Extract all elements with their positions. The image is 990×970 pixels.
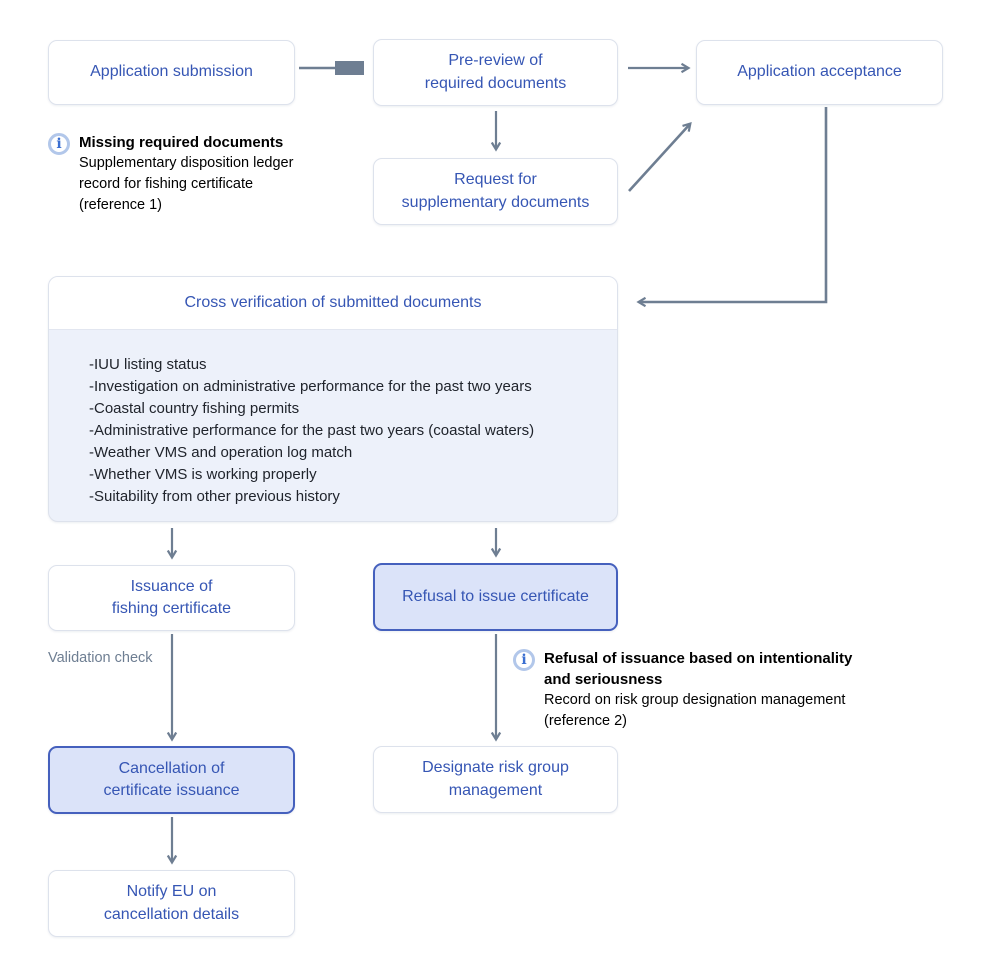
- edge-request-to-acceptance: [628, 122, 692, 192]
- note-missing-documents: i Missing required documents Supplementa…: [48, 132, 318, 216]
- node-label: Cancellation of certificate issuance: [103, 759, 240, 799]
- info-icon: i: [48, 133, 70, 155]
- edge-acceptance-to-crossverification: [636, 107, 828, 308]
- panel-checklist: -IUU listing status -Investigation on ad…: [49, 330, 617, 508]
- node-label: Designate risk group management: [422, 759, 569, 799]
- note-refusal-record: i Refusal of issuance based on intention…: [513, 648, 933, 732]
- note-body: Record on risk group designation managem…: [544, 692, 846, 729]
- checklist-item: -Administrative performance for the past…: [89, 422, 535, 439]
- node-label: Pre-review of required documents: [424, 52, 567, 92]
- note-body: Supplementary disposition ledger record …: [79, 155, 294, 213]
- checklist-item: -IUU listing status: [89, 356, 207, 373]
- node-designate-risk: Designate risk group management: [373, 746, 618, 813]
- node-application-submission: Application submission: [48, 40, 295, 105]
- checklist-item: -Weather VMS and operation log match: [89, 444, 353, 461]
- node-application-acceptance: Application acceptance: [696, 40, 943, 105]
- edge-label-validation-check: Validation check: [48, 650, 153, 666]
- node-request-supplementary: Request for supplementary documents: [373, 158, 618, 225]
- node-pre-review: Pre-review of required documents: [373, 39, 618, 106]
- node-cross-verification: Cross verification of submitted document…: [48, 276, 618, 522]
- note-title: Refusal of issuance based on intentional…: [544, 650, 853, 688]
- checklist-item: -Whether VMS is working properly: [89, 466, 317, 483]
- node-label: Request for supplementary documents: [401, 171, 590, 211]
- node-label: Issuance of fishing certificate: [111, 577, 232, 617]
- note-text: Missing required documents Supplementary…: [79, 132, 293, 216]
- checklist-item: -Investigation on administrative perform…: [89, 378, 532, 395]
- info-icon: i: [513, 649, 535, 671]
- node-label: Application acceptance: [737, 63, 902, 81]
- node-refusal: Refusal to issue certificate: [373, 563, 618, 631]
- node-label: Application submission: [90, 63, 253, 81]
- checklist-item: -Suitability from other previous history: [89, 488, 340, 505]
- node-label: Notify EU on cancellation details: [103, 883, 240, 923]
- panel-title: Cross verification of submitted document…: [49, 277, 617, 330]
- note-text: Refusal of issuance based on intentional…: [544, 648, 852, 732]
- node-notify-eu: Notify EU on cancellation details: [48, 870, 295, 937]
- note-title: Missing required documents: [79, 134, 284, 151]
- node-label: Refusal to issue certificate: [402, 587, 589, 605]
- node-issuance: Issuance of fishing certificate: [48, 565, 295, 631]
- edge-submission-thick-segment: [335, 61, 364, 75]
- node-cancellation: Cancellation of certificate issuance: [48, 746, 295, 814]
- checklist-item: -Coastal country fishing permits: [89, 400, 300, 417]
